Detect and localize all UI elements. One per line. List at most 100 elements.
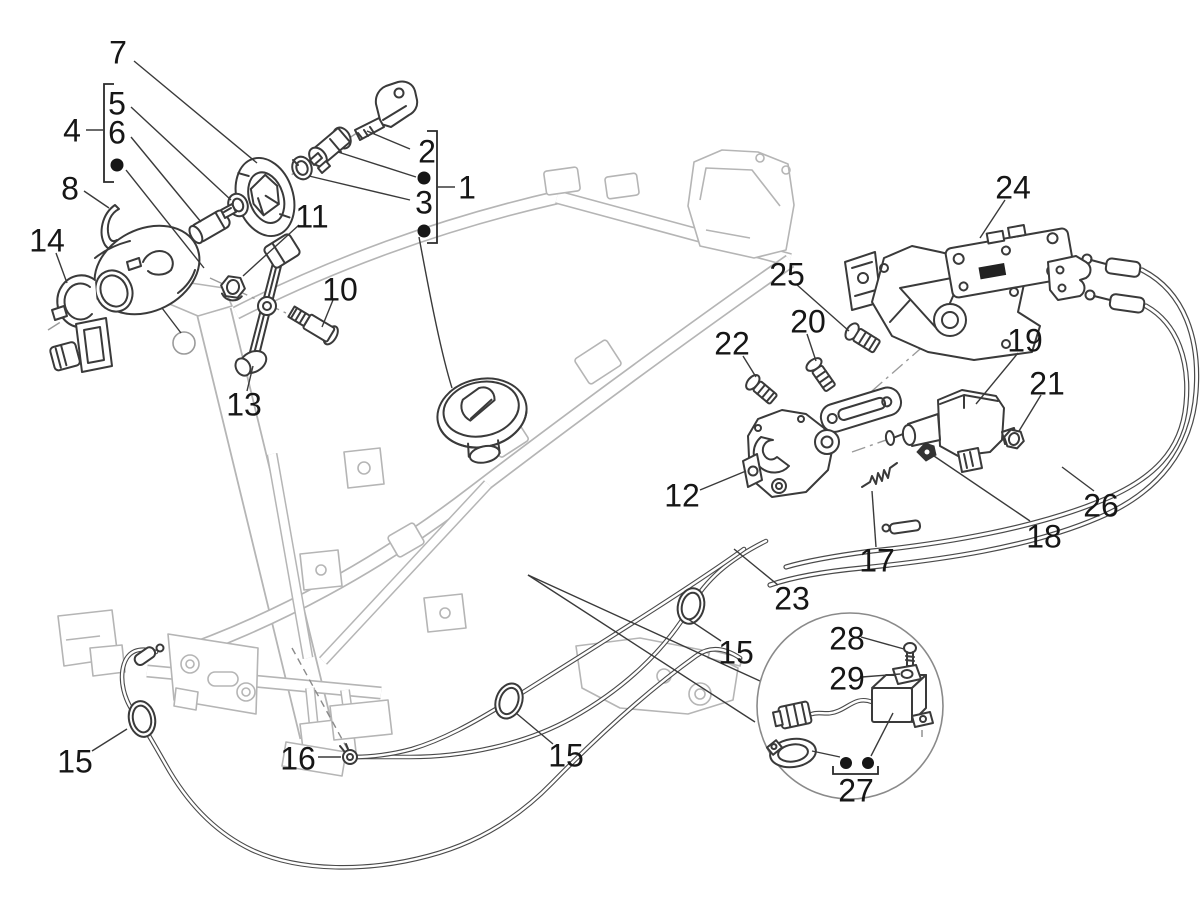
- callout-dot: [417, 171, 431, 185]
- callout-label-11[interactable]: 11: [295, 199, 328, 235]
- wedge-line: [527, 574, 756, 723]
- callout-label-20[interactable]: 20: [790, 304, 826, 340]
- callout-label-16[interactable]: 16: [280, 741, 316, 777]
- lock-plate: [944, 224, 1092, 301]
- callout-dot: [110, 158, 124, 172]
- wedge-line: [527, 574, 761, 682]
- cables: [119, 253, 1200, 870]
- leader-line: [91, 728, 128, 752]
- leader-line: [733, 548, 779, 586]
- nut: [1003, 428, 1025, 450]
- leader-line: [861, 673, 901, 678]
- retaining-ring: [291, 155, 313, 181]
- callout-dot: [417, 224, 431, 238]
- antenna-ring-connector: [49, 274, 113, 373]
- screw: [745, 374, 778, 405]
- leader-line: [811, 750, 841, 758]
- callout-label-18[interactable]: 18: [1026, 519, 1062, 555]
- lock-actuator: [884, 389, 1018, 473]
- callout-label-4[interactable]: 4: [63, 113, 81, 149]
- leader-line: [321, 299, 334, 328]
- lock-cylinder: [308, 126, 352, 174]
- fuel-filler-cap: [436, 377, 528, 464]
- magnifier-wedge: [527, 574, 761, 723]
- callout-label-12[interactable]: 12: [664, 478, 700, 514]
- callout-dot: [862, 757, 874, 769]
- leader-line: [133, 60, 258, 164]
- leader-line: [806, 333, 817, 362]
- leader-line: [246, 365, 254, 392]
- immobilizer-detail: [756, 612, 944, 800]
- leader-line: [742, 355, 757, 378]
- leader-line: [1018, 394, 1042, 432]
- screw: [287, 305, 339, 346]
- cable-ferrules: [1081, 253, 1146, 314]
- callout-label-8[interactable]: 8: [61, 171, 79, 207]
- leader-line: [699, 470, 747, 491]
- ignition-key: [354, 80, 419, 141]
- callout-label-23[interactable]: 23: [774, 581, 810, 617]
- callout-label-26[interactable]: 26: [1083, 488, 1119, 524]
- callout-dot: [840, 757, 852, 769]
- key-antenna-ring: [765, 737, 817, 769]
- saddle-lock: [742, 386, 903, 498]
- grommet-ring: [676, 587, 706, 625]
- frame-outline: [57, 149, 795, 777]
- callout-label-10[interactable]: 10: [322, 272, 358, 308]
- callout-label-3[interactable]: 3: [415, 185, 433, 221]
- callout-bracket-group-27: [832, 766, 879, 775]
- callout-label-27[interactable]: 27: [838, 773, 874, 809]
- callout-label-19[interactable]: 19: [1007, 323, 1043, 359]
- leader-line: [871, 490, 877, 548]
- screw: [903, 642, 917, 667]
- wiring-connector: [772, 700, 813, 730]
- leader-line: [55, 252, 68, 284]
- leader-line: [418, 236, 453, 389]
- grommet-ring: [494, 682, 524, 720]
- callout-label-7[interactable]: 7: [109, 35, 127, 71]
- callout-label-2[interactable]: 2: [418, 134, 436, 170]
- spring: [861, 462, 898, 488]
- callout-label-24[interactable]: 24: [995, 170, 1031, 206]
- leader-line: [366, 130, 411, 150]
- leader-line: [795, 283, 850, 332]
- callout-label-21[interactable]: 21: [1029, 366, 1065, 402]
- immobilizer-relay: [809, 674, 934, 742]
- screw: [844, 322, 881, 354]
- leader-line: [337, 151, 417, 178]
- leader-line: [870, 712, 894, 757]
- lever: [916, 442, 937, 462]
- leader-line: [515, 712, 554, 745]
- callout-bracket-group-4: [103, 83, 114, 183]
- lock-pin-cylinder: [188, 203, 237, 245]
- callout-label-25[interactable]: 25: [769, 257, 805, 293]
- leader-line: [975, 352, 1019, 405]
- callout-label-5[interactable]: 5: [108, 86, 126, 122]
- leader-line: [979, 199, 1006, 239]
- callout-label-13[interactable]: 13: [226, 387, 262, 423]
- leader-line: [1061, 466, 1095, 492]
- callout-label-29[interactable]: 29: [829, 661, 865, 697]
- grommet-ring: [127, 700, 157, 738]
- callout-label-15[interactable]: 15: [718, 635, 754, 671]
- leader-line: [933, 455, 1031, 522]
- cable-adjuster: [881, 519, 922, 535]
- callout-label-14[interactable]: 14: [29, 223, 65, 259]
- callout-label-6[interactable]: 6: [108, 115, 126, 151]
- cable-end-barrel: [133, 643, 165, 667]
- callout-label-15[interactable]: 15: [57, 744, 93, 780]
- leader-line: [308, 175, 411, 201]
- screw: [805, 357, 836, 392]
- leader-line: [860, 636, 905, 650]
- leader-line: [130, 106, 232, 201]
- callout-label-28[interactable]: 28: [829, 621, 865, 657]
- callout-label-17[interactable]: 17: [859, 543, 895, 579]
- callout-label-1[interactable]: 1: [458, 170, 476, 206]
- leader-line: [130, 136, 202, 223]
- callout-label-22[interactable]: 22: [714, 326, 750, 362]
- callout-label-15[interactable]: 15: [548, 738, 584, 774]
- steering-lock-body: [93, 224, 201, 334]
- leader-line: [242, 224, 300, 277]
